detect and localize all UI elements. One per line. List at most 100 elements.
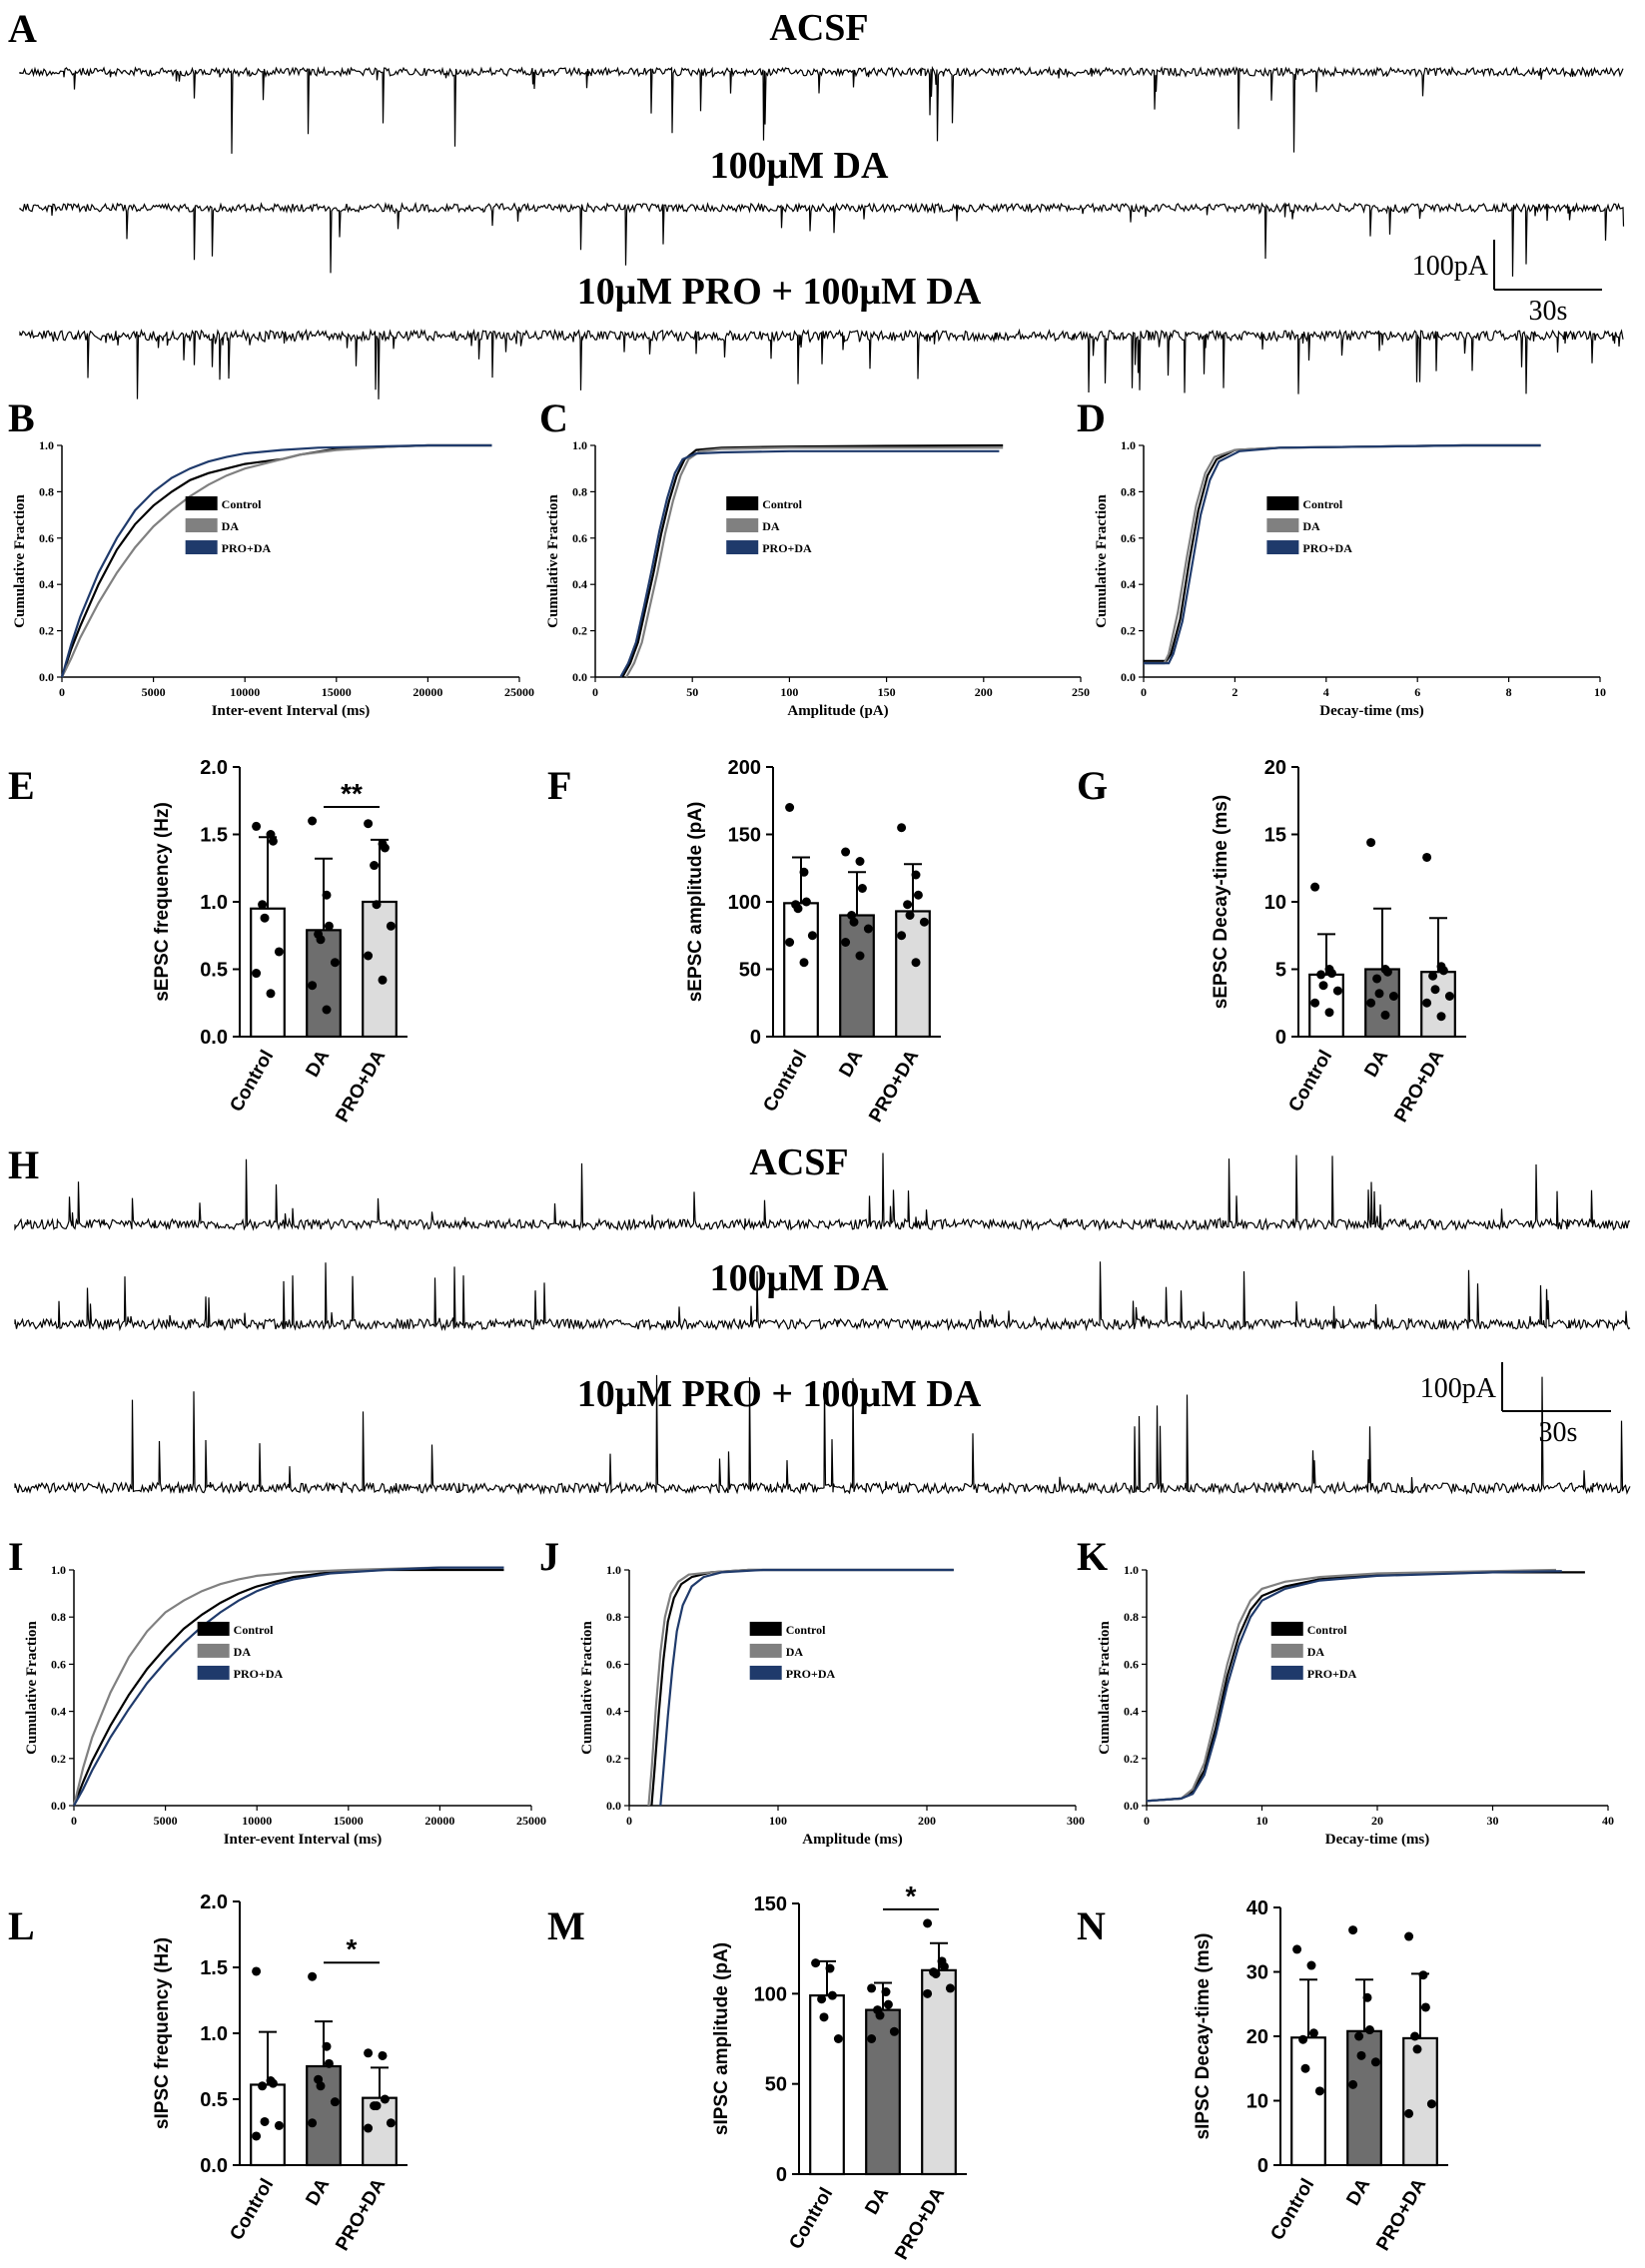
data-point <box>1422 998 1432 1008</box>
y-tick-label: 1.0 <box>1124 1563 1139 1577</box>
data-point <box>855 857 865 866</box>
y-axis-label: sEPSC amplitude (pA) <box>685 802 706 1003</box>
legend-label: Control <box>762 497 802 511</box>
data-point <box>841 847 851 857</box>
legend-swatch <box>749 1621 782 1636</box>
legend-swatch <box>726 540 759 555</box>
data-point <box>1426 2099 1436 2109</box>
category-label: Control <box>226 1047 278 1116</box>
x-axis-label: Amplitude (ms) <box>802 1832 902 1848</box>
legend-swatch <box>1266 518 1299 533</box>
data-point <box>1438 966 1448 976</box>
y-tick-label: 0.8 <box>572 484 587 498</box>
bar-control <box>809 1994 845 2176</box>
trace-title-pro-da-ipsc: 10μM PRO + 100μM DA <box>577 1373 982 1415</box>
data-point <box>847 911 857 920</box>
data-point <box>855 951 865 961</box>
data-point <box>316 935 326 945</box>
data-point <box>364 819 374 829</box>
data-point <box>799 958 809 968</box>
y-axis-label: Cumulative Fraction <box>1094 493 1110 627</box>
y-tick-label: 100 <box>754 1983 787 2005</box>
bar-da <box>1346 2029 1382 2167</box>
data-point <box>825 1963 835 1973</box>
y-tick-label: 0.6 <box>572 531 587 545</box>
data-point <box>1444 992 1454 1001</box>
data-point <box>817 1994 827 2004</box>
data-point <box>364 2048 374 2058</box>
data-point <box>923 1918 933 1928</box>
x-tick-label: 0 <box>1141 685 1147 699</box>
y-axis-label: sEPSC Decay-time (ms) <box>1211 795 1232 1009</box>
data-point <box>841 938 851 947</box>
scale-bar-time-ipsc: 30s <box>1539 1417 1578 1448</box>
data-point <box>372 2101 382 2111</box>
panel-letter-a: A <box>8 6 37 51</box>
y-tick-label: 0.4 <box>51 1705 66 1719</box>
data-point <box>386 921 396 931</box>
data-point <box>252 2131 262 2141</box>
y-tick-label: 0 <box>1275 1027 1286 1049</box>
y-tick-label: 1.5 <box>200 825 228 847</box>
data-point <box>807 931 817 941</box>
y-tick-label: 0.8 <box>1121 484 1136 498</box>
x-tick-label: 0 <box>71 1814 77 1828</box>
data-point <box>372 900 382 910</box>
data-point <box>1404 1931 1414 1941</box>
trace-title-da-epsc: 100μM DA <box>710 145 889 187</box>
y-tick-label: 0.2 <box>39 624 54 638</box>
data-point <box>1332 986 1342 996</box>
y-tick-label: 150 <box>728 825 761 847</box>
category-label: Control <box>1284 1047 1336 1116</box>
data-point <box>897 823 907 833</box>
y-tick-label: 1.0 <box>39 438 54 452</box>
data-point <box>875 2010 885 2020</box>
legend-label: DA <box>1307 1645 1325 1659</box>
y-tick-label: 0.0 <box>200 2155 228 2177</box>
data-point <box>260 913 270 923</box>
y-tick-label: 0.4 <box>1121 577 1136 591</box>
legend-swatch <box>185 540 218 555</box>
data-point <box>939 1961 949 1971</box>
legend-label: PRO+DA <box>786 1667 836 1681</box>
data-point <box>1412 2044 1422 2054</box>
data-point <box>1382 967 1392 977</box>
data-point <box>324 921 334 931</box>
series-line-pro-da <box>73 1566 504 1807</box>
y-tick-label: 1.0 <box>606 1563 621 1577</box>
panel-letter-m: M <box>547 1903 585 1948</box>
data-point <box>252 969 262 979</box>
data-point <box>324 2058 334 2068</box>
category-label: PRO+DA <box>865 1047 923 1127</box>
y-axis-label: Cumulative Fraction <box>579 1620 595 1754</box>
y-tick-label: 0.0 <box>200 1027 228 1049</box>
legend-swatch <box>185 496 218 511</box>
data-point <box>1362 1992 1372 2002</box>
y-tick-label: 50 <box>765 2074 787 2096</box>
legend-label: Control <box>1307 1623 1347 1637</box>
data-point <box>1354 2031 1364 2041</box>
data-point <box>386 2118 396 2128</box>
y-tick-label: 0.2 <box>51 1752 66 1766</box>
panel-letter-k: K <box>1077 1534 1108 1579</box>
bar-control <box>1290 2036 1326 2167</box>
data-point <box>833 2034 843 2043</box>
trace-pro-da-epsc <box>19 328 1624 399</box>
data-point <box>274 947 284 957</box>
panel-letter-e: E <box>8 763 35 808</box>
data-point <box>1436 1012 1446 1022</box>
y-tick-label: 150 <box>754 1893 787 1915</box>
y-tick-label: 10 <box>1264 892 1286 914</box>
bar-control <box>783 902 819 1039</box>
data-point <box>827 1990 837 2000</box>
y-tick-label: 0.6 <box>51 1657 66 1671</box>
data-point <box>881 1987 891 1997</box>
y-axis-label: sIPSC frequency (Hz) <box>152 1937 173 2129</box>
y-axis-label: Cumulative Fraction <box>545 493 561 627</box>
data-point <box>364 2123 374 2133</box>
